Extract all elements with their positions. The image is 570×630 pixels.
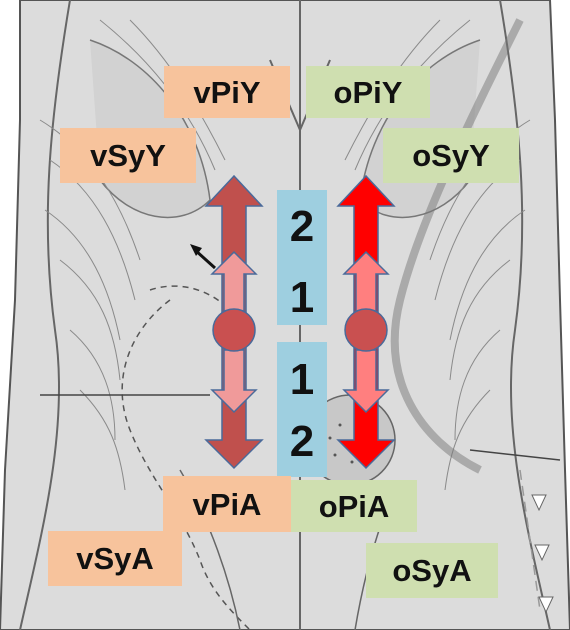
- right-circle-icon: [345, 309, 387, 351]
- label-vSyA: vSyA: [48, 531, 182, 586]
- label-oPiY: oPiY: [306, 66, 430, 118]
- column-number-upper-bottom: 1: [282, 276, 322, 320]
- left-circle-icon: [213, 309, 255, 351]
- label-oSyY: oSyY: [383, 128, 519, 183]
- label-vSyY: vSyY: [60, 128, 196, 183]
- column-number-upper-top: 2: [282, 205, 322, 249]
- label-oSyA: oSyA: [366, 543, 498, 598]
- label-oPiA: oPiA: [291, 480, 417, 532]
- label-vPiY: vPiY: [164, 66, 290, 118]
- column-number-lower-top: 1: [282, 358, 322, 402]
- column-number-lower-bottom: 2: [282, 420, 322, 464]
- label-vPiA: vPiA: [163, 476, 291, 532]
